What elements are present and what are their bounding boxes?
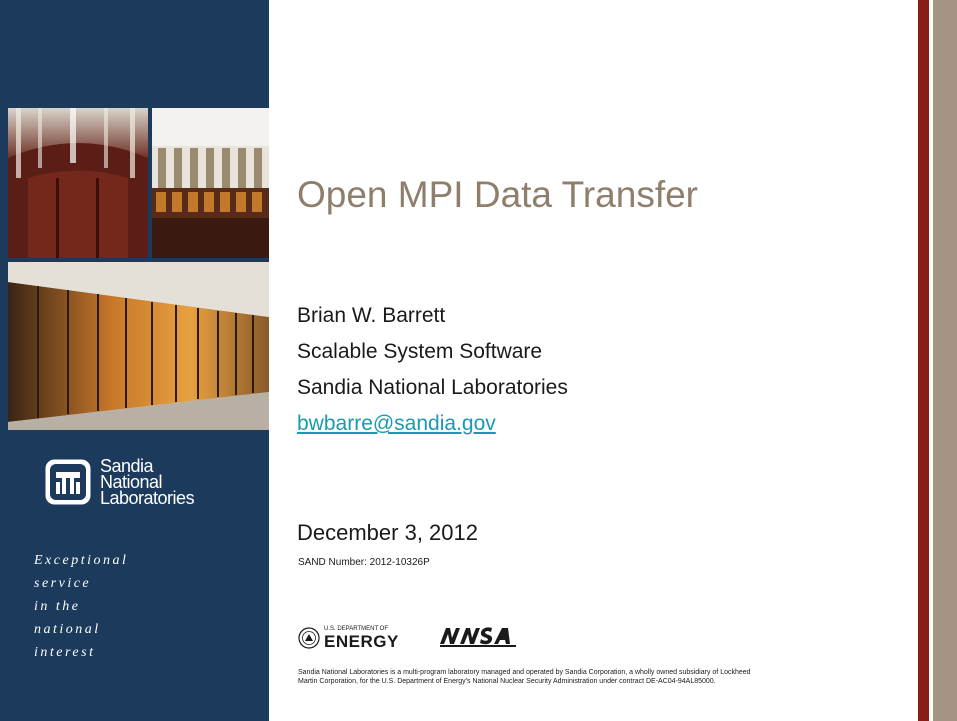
motto: Exceptional service in the national inte… [34, 549, 128, 664]
accent-bar-red [918, 0, 929, 721]
author-block: Brian W. Barrett Scalable System Softwar… [297, 298, 568, 442]
doe-logo-text: U.S. DEPARTMENT OF ENERGY [324, 626, 399, 650]
supercomputer-photo-3-image [8, 262, 269, 430]
motto-line-5: interest [34, 645, 96, 660]
doe-seal-icon [298, 627, 320, 649]
author-organization: Sandia National Laboratories [297, 376, 568, 399]
slide-title: Open MPI Data Transfer [297, 174, 699, 215]
supercomputer-photo-2-image [152, 108, 269, 258]
supercomputer-photo-3 [8, 262, 269, 430]
author-department: Scalable System Software [297, 340, 543, 363]
doe-big-text: ENERGY [324, 632, 399, 651]
disclaimer: Sandia National Laboratories is a multi-… [298, 668, 898, 686]
accent-bar-tan [933, 0, 957, 721]
author-name: Brian W. Barrett [297, 304, 446, 327]
motto-line-3: in the [34, 599, 81, 614]
supercomputer-photo-1-image [8, 108, 148, 258]
presentation-date: December 3, 2012 [297, 520, 478, 545]
logo-line-3: Laboratories [100, 488, 195, 508]
supercomputer-photo-2 [152, 108, 269, 258]
author-email-link[interactable]: bwbarre@sandia.gov [297, 412, 496, 435]
logo-line-1: Sandia [100, 456, 154, 476]
sandia-logo: Sandia National Laboratories [44, 456, 195, 508]
logo-line-2: National [100, 472, 163, 492]
nnsa-logo [438, 624, 526, 650]
nnsa-logo-icon [440, 627, 516, 647]
motto-line-1: Exceptional [34, 553, 129, 568]
left-panel: Sandia National Laboratories Exceptional… [0, 0, 269, 721]
sandia-thunderbird-icon [45, 459, 91, 505]
supercomputer-photo-1 [8, 108, 148, 258]
disclaimer-line-2: Martin Corporation, for the U.S. Departm… [298, 678, 716, 685]
doe-logo: U.S. DEPARTMENT OF ENERGY [298, 626, 399, 650]
doe-small-text: U.S. DEPARTMENT OF [324, 626, 389, 632]
motto-line-4: national [34, 622, 101, 637]
motto-line-2: service [34, 576, 92, 591]
sandia-logo-text: Sandia National Laboratories [100, 456, 195, 508]
disclaimer-line-1: Sandia National Laboratories is a multi-… [298, 669, 751, 676]
sand-number: SAND Number: 2012-10326P [298, 557, 430, 568]
